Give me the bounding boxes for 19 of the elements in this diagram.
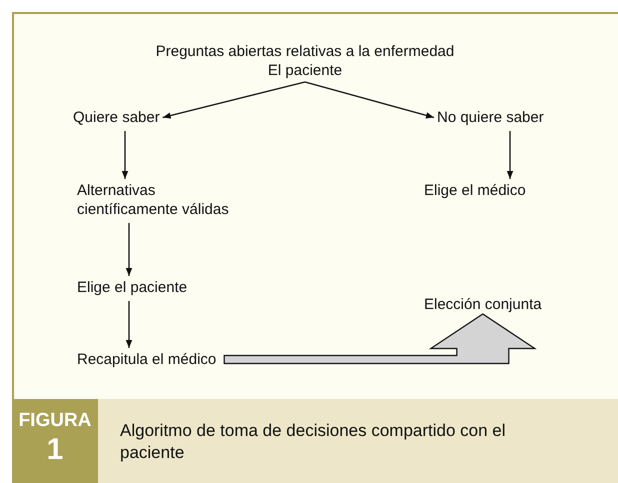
arrow	[304, 81, 434, 118]
arrow	[126, 301, 132, 348]
figure-label: FIGURA	[18, 411, 92, 430]
figure-number: 1	[46, 435, 64, 465]
flow-step: Quiere saber	[73, 108, 175, 127]
arrow	[122, 131, 128, 179]
flow-step: Alternativas científicamente válidas	[77, 181, 237, 219]
step-text: Preguntas abiertas relativas a la enfermedad	[154, 42, 456, 61]
flow-step: Elección conjunta	[424, 295, 569, 314]
arrow	[126, 223, 132, 276]
figure-caption: Algoritmo de toma de decisiones compartido con el paciente	[120, 420, 507, 464]
flow-step: Elige el médico	[424, 181, 544, 200]
arrow	[162, 81, 306, 119]
flow-step: Elige el paciente	[77, 278, 207, 297]
block-arrow	[224, 313, 537, 364]
flow-step: No quiere saber	[437, 108, 567, 127]
arrow	[506, 131, 514, 179]
step-text: El paciente	[266, 61, 344, 80]
flow-step: Recapitula el médico	[77, 350, 242, 369]
